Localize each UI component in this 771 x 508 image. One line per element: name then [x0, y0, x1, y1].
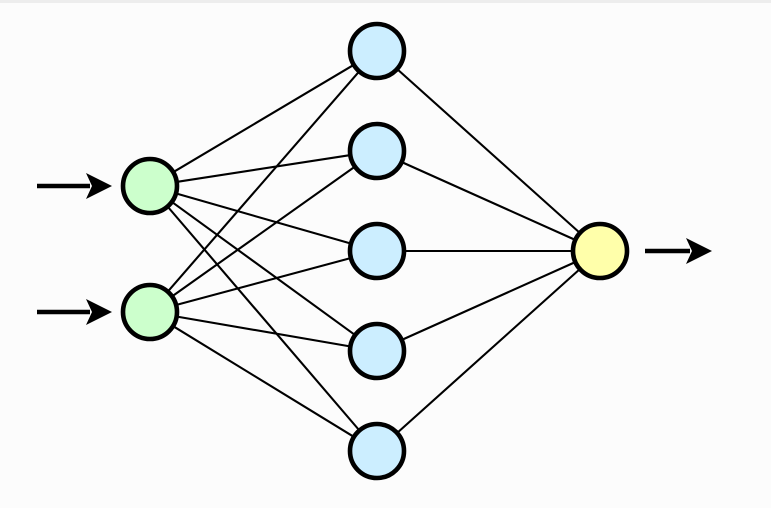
- node-i2[interactable]: [120, 282, 180, 342]
- edge-h2-o1: [399, 160, 578, 242]
- edge-i2-h5: [171, 324, 356, 439]
- edge-i1-h2: [174, 153, 353, 184]
- edge-i1-h4: [169, 200, 358, 337]
- node-h5[interactable]: [347, 421, 407, 481]
- edges-group: [165, 63, 582, 439]
- input-arrow-2-head: [86, 299, 112, 325]
- input-arrow-1: [37, 173, 112, 199]
- edge-i2-h3: [174, 256, 353, 307]
- node-o1[interactable]: [570, 221, 630, 281]
- edge-i1-h1: [171, 63, 356, 174]
- edge-h5-o1: [395, 267, 582, 435]
- edge-i2-h2: [170, 164, 357, 299]
- node-h1[interactable]: [347, 21, 407, 81]
- node-h3[interactable]: [347, 221, 407, 281]
- edge-i1-h3: [173, 192, 354, 245]
- nodes-group: [120, 21, 630, 481]
- output-arrow: [645, 238, 712, 264]
- edge-h4-o1: [399, 260, 578, 342]
- node-i1[interactable]: [120, 156, 180, 216]
- edge-i1-h5: [165, 204, 362, 433]
- edge-i2-h1: [166, 69, 361, 294]
- edge-h1-o1: [395, 67, 582, 235]
- input-arrow-2: [37, 299, 112, 325]
- output-arrow-head: [686, 238, 712, 264]
- node-h2[interactable]: [347, 121, 407, 181]
- input-arrow-1-head: [86, 173, 112, 199]
- edge-i2-h4: [174, 315, 353, 348]
- arrows-group: [37, 173, 712, 325]
- node-h4[interactable]: [347, 321, 407, 381]
